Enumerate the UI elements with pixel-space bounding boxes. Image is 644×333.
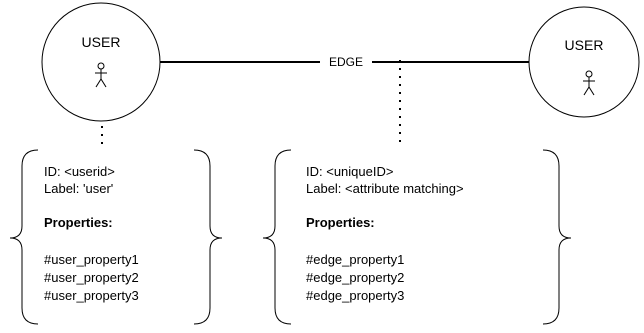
- edge-label-line: Label: <attribute matching>: [306, 181, 464, 196]
- user-properties-box: ID: <userid> Label: 'user' Properties: #…: [44, 164, 139, 303]
- user-box-left-brace: [9, 149, 39, 325]
- user-node-left-circle: [41, 2, 161, 122]
- user-node-right: USER: [528, 6, 640, 118]
- edge-property-item: #edge_property2: [306, 270, 404, 285]
- edge-properties-box: ID: <uniqueID> Label: <attribute matchin…: [306, 164, 464, 303]
- edge-box-right-brace: [542, 149, 572, 325]
- user-property-item: #user_property2: [44, 270, 139, 285]
- user-node-left-label: USER: [82, 34, 121, 50]
- user-node-left: USER: [41, 2, 161, 122]
- user-properties-heading: Properties:: [44, 215, 113, 230]
- user-box-right-brace: [193, 149, 223, 325]
- user-property-item: #user_property1: [44, 252, 139, 267]
- user-node-right-label: USER: [565, 37, 604, 53]
- edge-property-item: #edge_property1: [306, 252, 404, 267]
- user-property-item: #user_property3: [44, 288, 139, 303]
- edge-label: EDGE: [329, 55, 363, 69]
- user-node-right-circle: [528, 6, 640, 118]
- edge-box-left-brace: [262, 149, 292, 325]
- person-icon: [583, 70, 595, 96]
- user-label-line: Label: 'user': [44, 181, 113, 196]
- edge-properties-heading: Properties:: [306, 215, 375, 230]
- user-id-line: ID: <userid>: [44, 164, 115, 179]
- edge-id-line: ID: <uniqueID>: [306, 164, 393, 179]
- edge-property-item: #edge_property3: [306, 288, 404, 303]
- person-icon: [95, 62, 107, 88]
